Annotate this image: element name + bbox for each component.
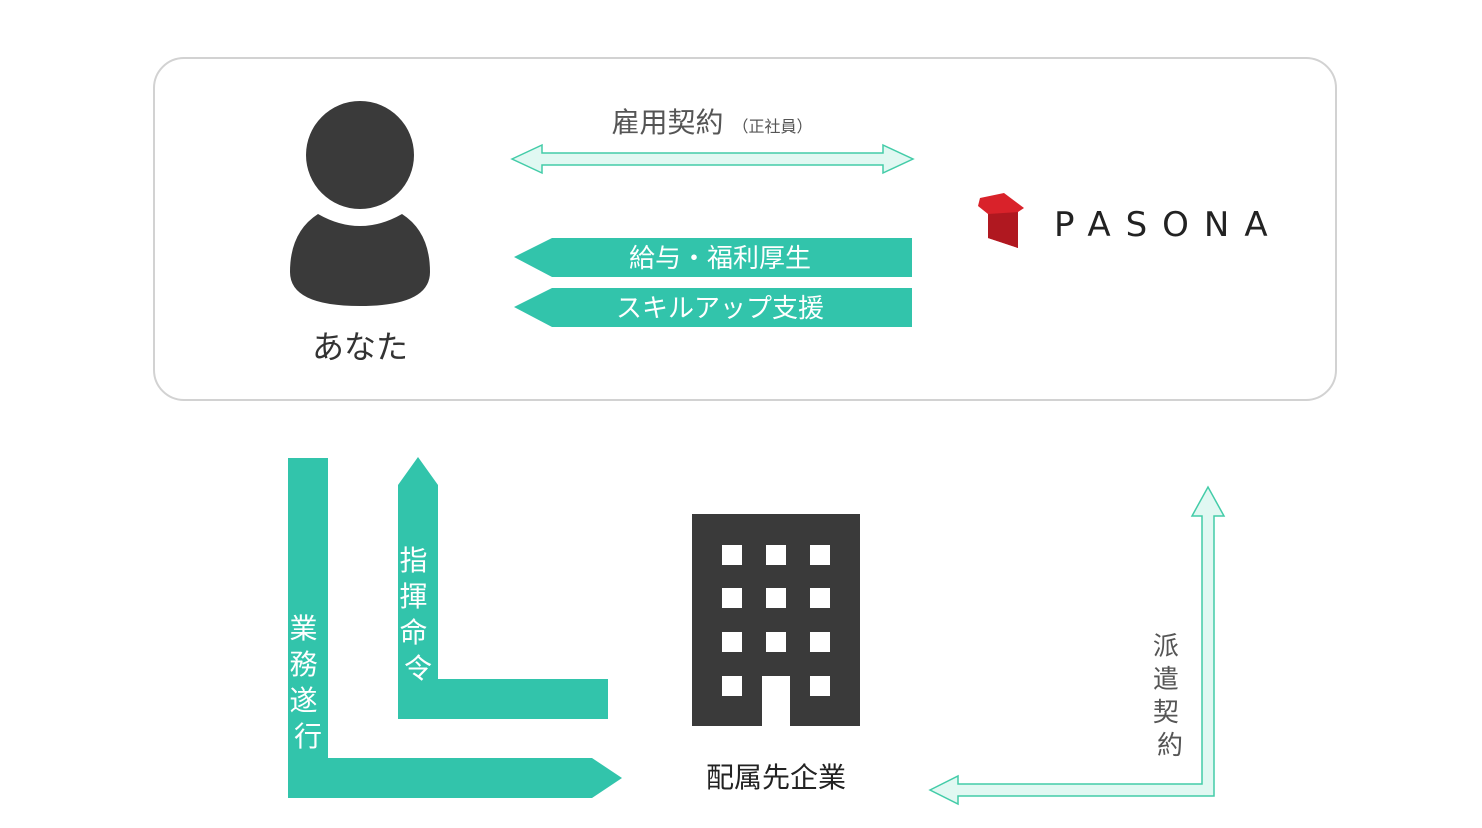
employment-contract-label: 雇用契約 （正社員） — [611, 106, 812, 139]
employment-contract-arrow — [510, 143, 915, 175]
salary-benefits-label: 給与・福利厚生 — [629, 244, 811, 274]
employment-contract-text: 雇用契約 — [611, 106, 723, 139]
employment-type-text: （正社員） — [733, 117, 813, 136]
top-container — [153, 57, 1337, 401]
skillup-support-label: スキルアップ支援 — [616, 294, 824, 324]
building-icon — [692, 514, 860, 726]
dispatch-contract-label: 派 遣 契 約 — [1153, 632, 1187, 761]
direction-command-label: 指 揮 命 令 — [400, 544, 437, 685]
salary-benefits-arrow — [514, 238, 912, 277]
skillup-support-arrow — [514, 288, 912, 327]
direction-command-arrow — [398, 457, 608, 719]
you-label: あなた — [312, 328, 408, 366]
person-icon — [290, 101, 430, 306]
business-execution-arrow — [288, 458, 622, 798]
dispatch-contract-arrow — [928, 485, 1226, 806]
business-execution-label: 業 務 遂 行 — [290, 612, 327, 753]
pasona-logo: PASONA — [978, 193, 1283, 248]
company-label: 配属先企業 — [706, 761, 846, 794]
pasona-wordmark: PASONA — [1054, 205, 1283, 245]
